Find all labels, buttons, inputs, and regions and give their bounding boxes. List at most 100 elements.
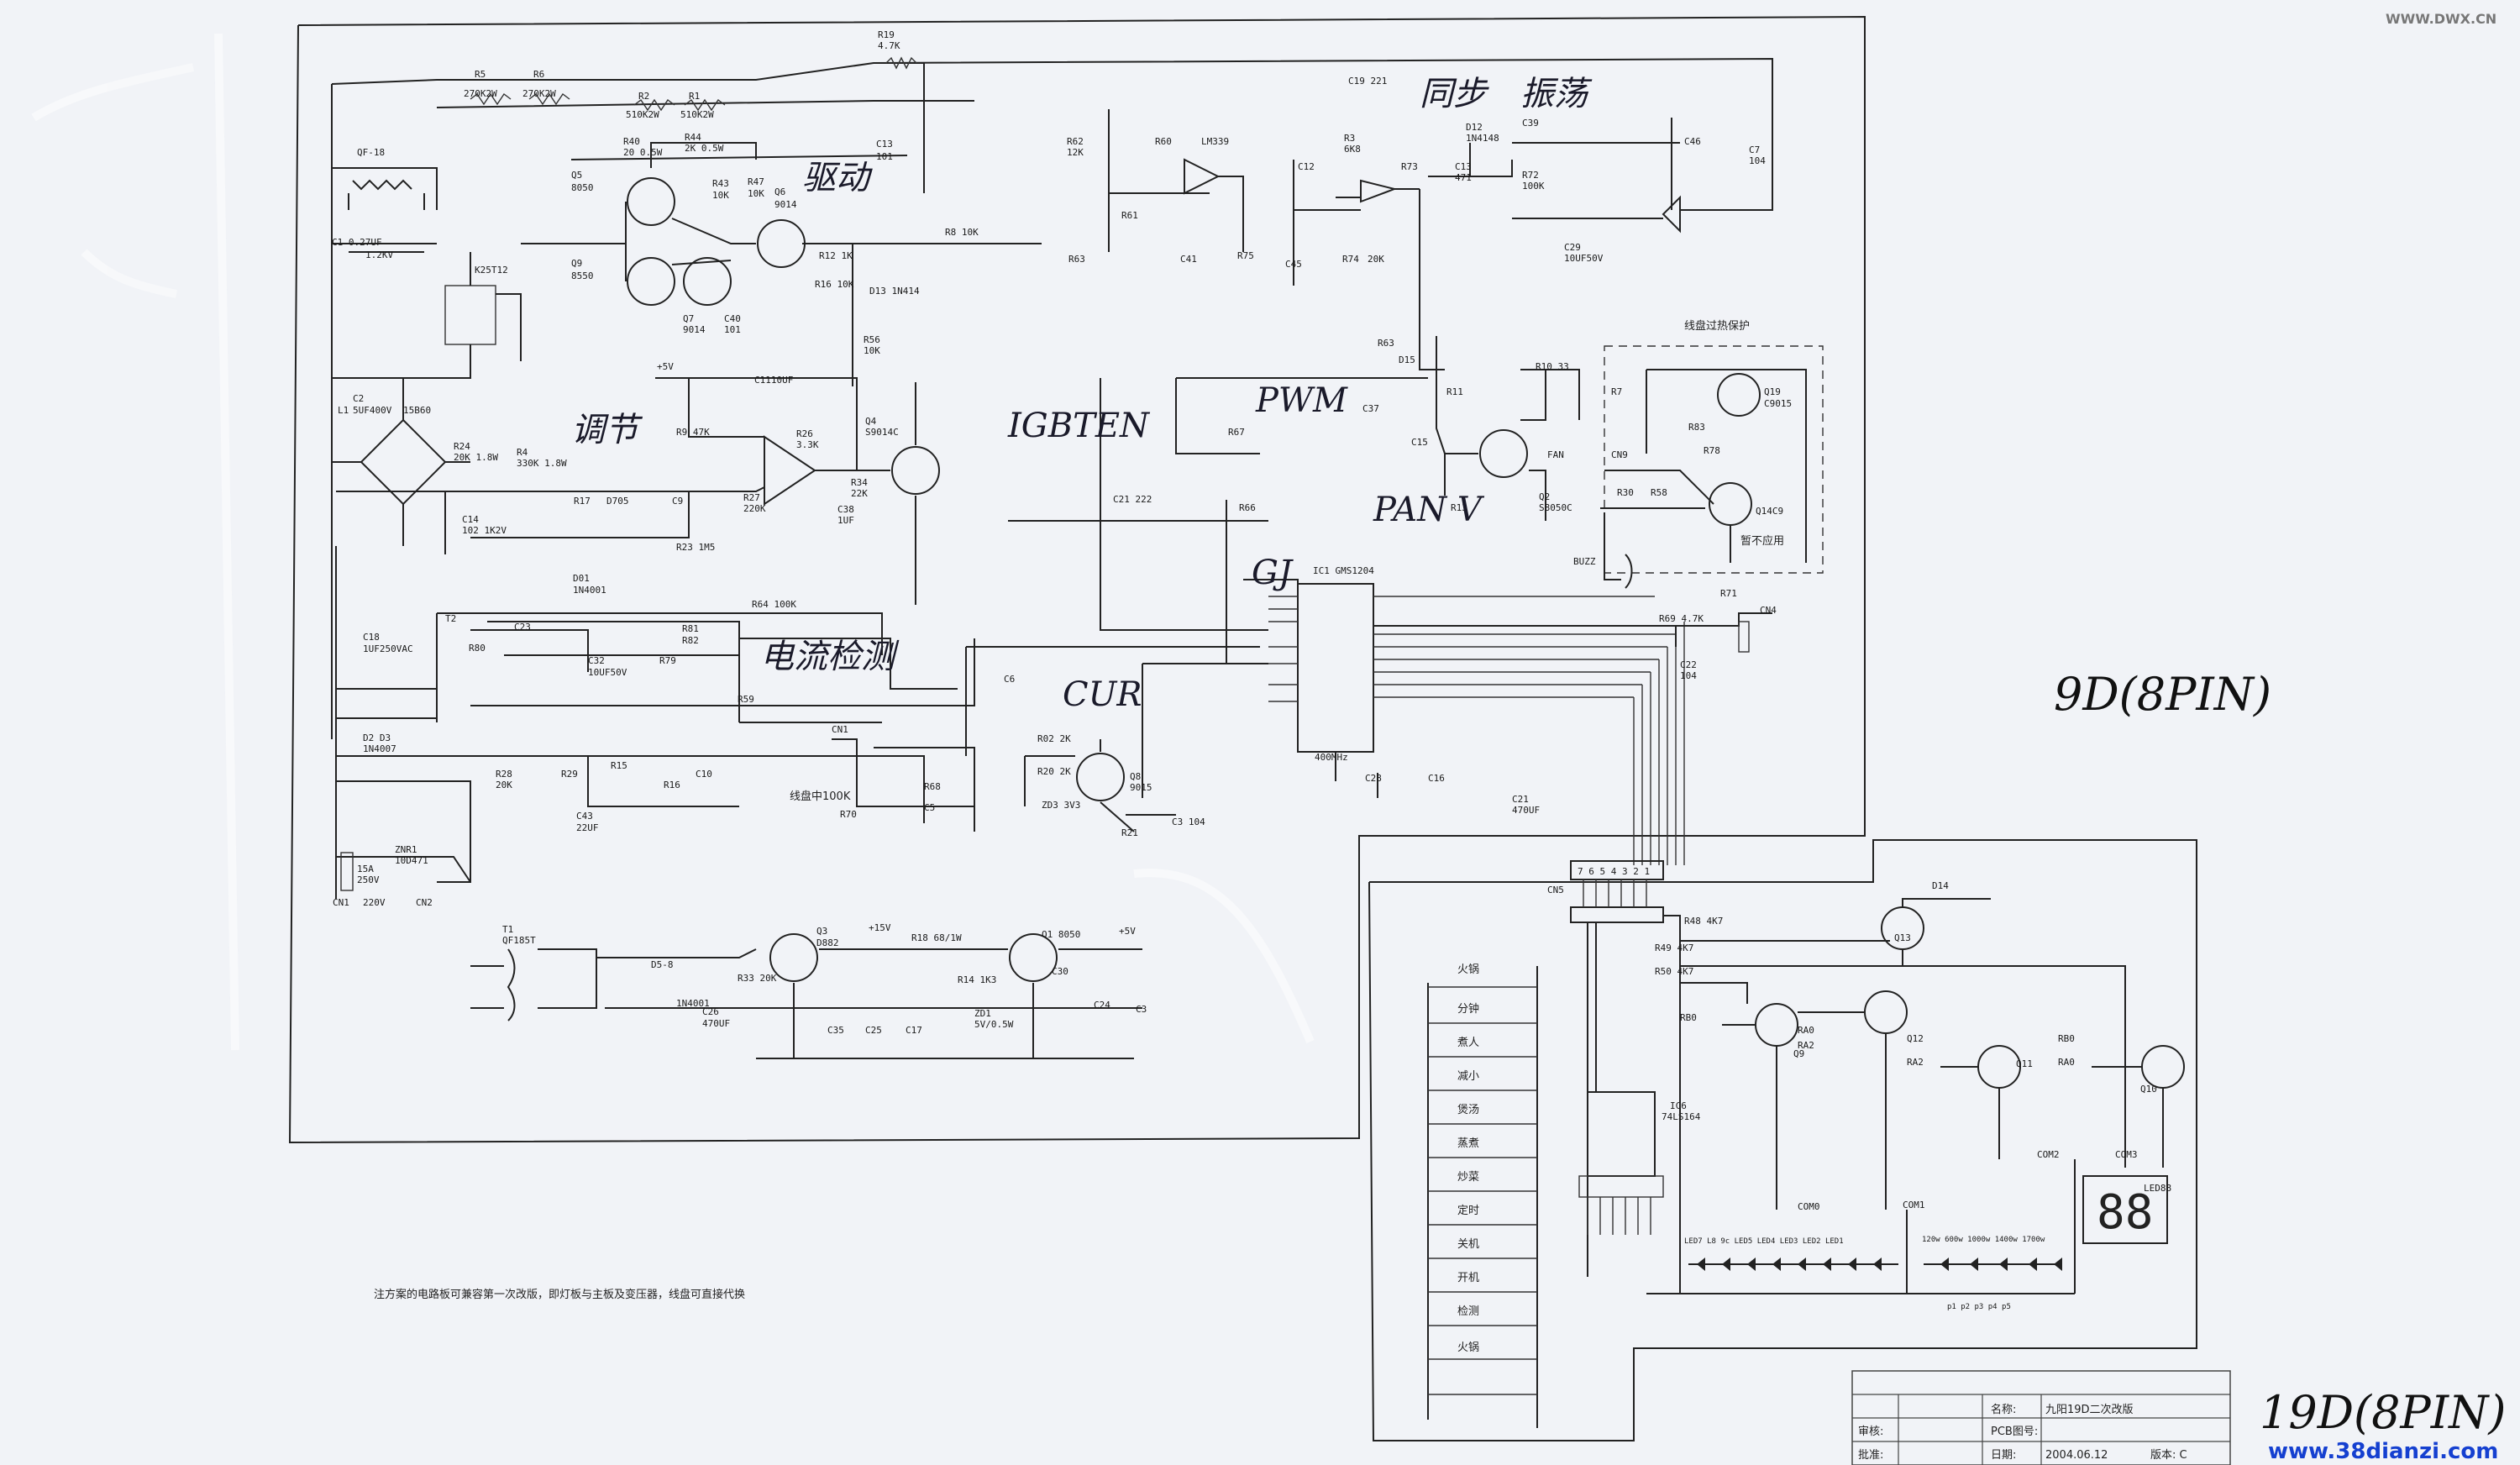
label-c12: C12 <box>1298 161 1315 172</box>
label-c40: C40 <box>724 313 741 324</box>
label-c30: C30 <box>1052 966 1068 977</box>
label-c19: C19 221 <box>1348 76 1387 87</box>
label-qf18: QF-18 <box>357 147 385 158</box>
note-tune: 调节 <box>571 411 643 449</box>
label-r3-value: 6K8 <box>1344 144 1361 155</box>
label-r19: R19 <box>878 29 895 40</box>
title-date-value: 2004.06.12 <box>2045 1449 2108 1462</box>
label-c26-value: 470UF <box>702 1018 730 1029</box>
label-c32: C32 <box>588 655 605 666</box>
label-c21b-value: 470UF <box>1512 805 1540 816</box>
label-c32-value: 10UF50V <box>588 667 627 678</box>
label-r16: R16 10K <box>815 279 854 290</box>
label-c14: C14 <box>462 514 479 525</box>
label-c7-value: 104 <box>1749 155 1766 166</box>
label-r73: R73 <box>1401 161 1418 172</box>
label-r2-value: 510K2W <box>626 109 659 120</box>
label-d5-8-value: 1N4001 <box>676 998 710 1009</box>
led-row-marks <box>1697 1258 2062 1271</box>
label-r19-value: 4.7K <box>878 40 900 51</box>
label-r70: R70 <box>840 809 857 820</box>
label-cn1-coil: CN1 <box>832 724 848 735</box>
label-pins: 7 6 5 4 3 2 1 <box>1578 866 1650 877</box>
label-p-row: p1 p2 p3 p4 p5 <box>1947 1303 2011 1311</box>
label-d13: D13 1N414 <box>869 286 920 297</box>
label-r62: R62 <box>1067 136 1084 147</box>
label-r67: R67 <box>1228 427 1245 438</box>
resonant-tank <box>332 167 522 379</box>
key-label-1: 火锅 <box>1457 963 1479 976</box>
label-ic1: IC1 GMS1204 <box>1313 565 1374 576</box>
label-r30: R30 <box>1617 487 1634 498</box>
label-znr1: ZNR1 <box>395 844 417 855</box>
note-pwm: PWM <box>1255 381 1348 420</box>
label-r26-value: 3.3K <box>796 439 819 450</box>
label-r40-value: 20 0.5W <box>623 147 663 158</box>
label-r79: R79 <box>659 655 676 666</box>
key-label-9: 关机 <box>1457 1238 1479 1251</box>
label-c29: C29 <box>1564 242 1581 253</box>
label-r17: R17 <box>574 496 591 507</box>
label-r11: R11 <box>1446 386 1463 397</box>
label-r34: R34 <box>851 477 868 488</box>
label-r81: R81 <box>682 623 699 634</box>
label-c28: C28 <box>1365 773 1382 784</box>
label-r64: R64 100K <box>752 599 796 610</box>
seven-segment-display: 88 <box>2097 1185 2153 1240</box>
label-q2-value: S8050C <box>1539 502 1572 513</box>
label-d15: D15 <box>1399 354 1415 365</box>
label-r59: R59 <box>738 694 754 705</box>
label-r16b: R16 <box>664 780 680 790</box>
label-d12-value: 1N4148 <box>1466 133 1499 144</box>
coil-sensing-section <box>832 738 1176 832</box>
label-q9-value: 8550 <box>571 270 594 281</box>
label-r68: R68 <box>924 781 941 792</box>
label-buzz: BUZZ <box>1573 556 1596 567</box>
label-r56-value: 10K <box>864 345 880 356</box>
label-r2: R2 <box>638 91 649 102</box>
label-t1-value: QF185T <box>502 935 536 946</box>
label-5v-out: +5V <box>1119 926 1136 937</box>
overheat-protection-box <box>1604 345 1824 574</box>
label-r33: R33 20K <box>738 973 777 984</box>
label-r7: R7 <box>1611 386 1622 397</box>
key-label-12: 火锅 <box>1457 1341 1479 1354</box>
label-r63: R63 <box>1068 254 1085 265</box>
label-r28: R28 <box>496 769 512 780</box>
label-r82: R82 <box>682 635 699 646</box>
label-q19: Q19 <box>1764 386 1781 397</box>
label-k25t12: K25T12 <box>475 265 508 276</box>
label-ic6-value: 74LS164 <box>1662 1111 1701 1122</box>
label-15b60: 15B60 <box>403 405 431 416</box>
label-q2: Q2 <box>1539 491 1550 502</box>
label-led-row: LED7 L8 9c LED5 LED4 LED3 LED2 LED1 <box>1684 1237 1844 1246</box>
label-c25: C25 <box>865 1025 882 1036</box>
label-r69: R69 4.7K <box>1659 613 1704 624</box>
label-r4: R4 <box>517 447 528 458</box>
label-r21: R21 <box>1121 827 1138 838</box>
label-r43: R43 <box>712 178 729 189</box>
label-znr1-value: 10D471 <box>395 855 428 866</box>
label-c13: C13 <box>876 139 893 150</box>
label-q12: Q12 <box>1907 1033 1924 1044</box>
label-c26: C26 <box>702 1006 719 1017</box>
label-c39: C39 <box>1522 118 1539 129</box>
label-c13b-value: 471 <box>1455 172 1472 183</box>
label-c2: C2 <box>353 393 364 404</box>
title-block <box>1851 1370 2231 1465</box>
label-d14: D14 <box>1932 880 1949 891</box>
label-t2: T2 <box>445 613 456 624</box>
label-r34-value: 22K <box>851 488 868 499</box>
label-r13: R13 <box>1451 502 1467 513</box>
label-r71: R71 <box>1720 588 1737 599</box>
title-version: 版本: C <box>2150 1449 2187 1462</box>
label-c38-value: 1UF <box>837 515 854 526</box>
label-r5-value: 270K2W <box>464 88 497 99</box>
label-c24: C24 <box>1094 1000 1110 1011</box>
label-coil-probe: 线盘中100K <box>790 790 851 803</box>
label-c16: C16 <box>1428 773 1445 784</box>
label-q8-value: 9015 <box>1130 782 1152 793</box>
label-c17: C17 <box>906 1025 922 1036</box>
label-r49: R49 4K7 <box>1655 943 1693 953</box>
note-coil-overheat: 线盘过热保护 <box>1684 319 1750 333</box>
